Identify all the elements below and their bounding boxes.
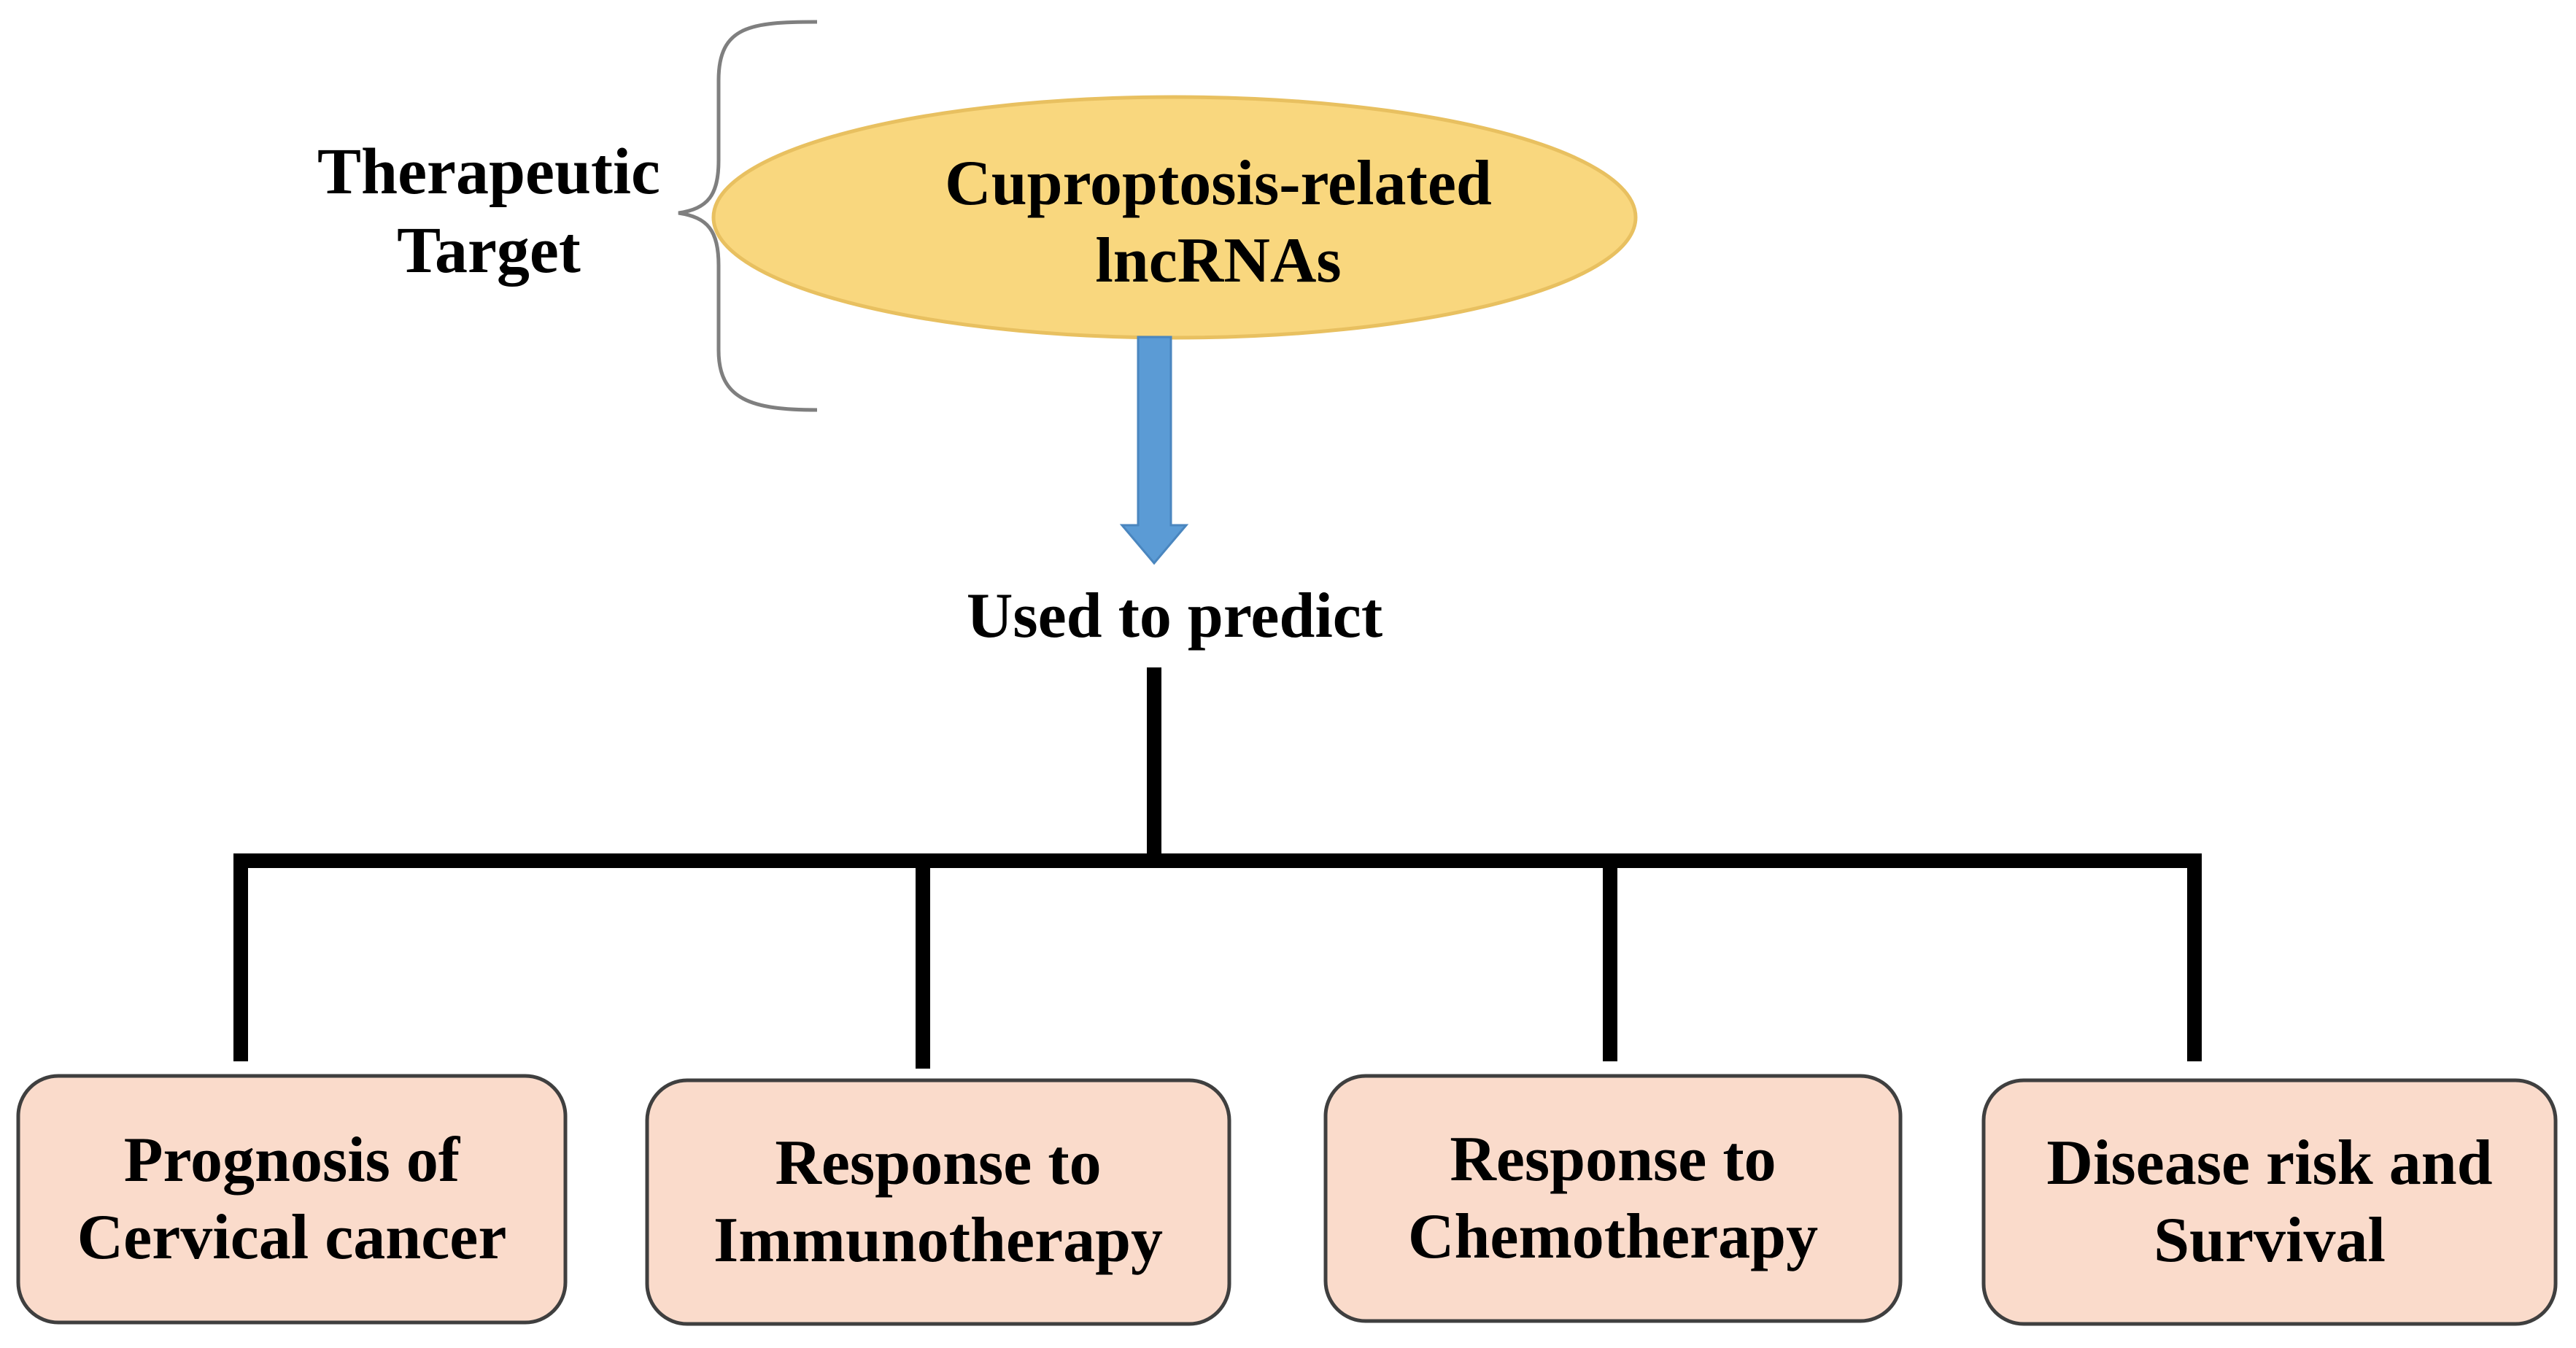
connector-lines (233, 667, 2202, 1069)
outcome-box-immunotherapy (645, 1078, 1231, 1326)
immunotherapy-label: Response to Immunotherapy (713, 1128, 1164, 1276)
outcome-box-disease-risk (1981, 1078, 2558, 1326)
therapeutic-target-label: Therapeutic Target (317, 136, 660, 287)
curly-brace (678, 20, 818, 412)
used-to-predict-label: Used to predict (966, 581, 1383, 652)
disease-risk-label: Disease risk and Survival (2046, 1128, 2493, 1276)
outcome-box-prognosis (16, 1074, 568, 1325)
down-arrow (1119, 336, 1189, 565)
prognosis-label: Prognosis of Cervical cancer (77, 1125, 507, 1273)
chemotherapy-label: Response to Chemotherapy (1407, 1124, 1819, 1272)
outcome-box-chemotherapy (1323, 1074, 1903, 1323)
cuproptosis-ellipse (711, 95, 1638, 340)
cuproptosis-lncrnas-label: Cuproptosis-related lncRNAs (945, 148, 1492, 296)
